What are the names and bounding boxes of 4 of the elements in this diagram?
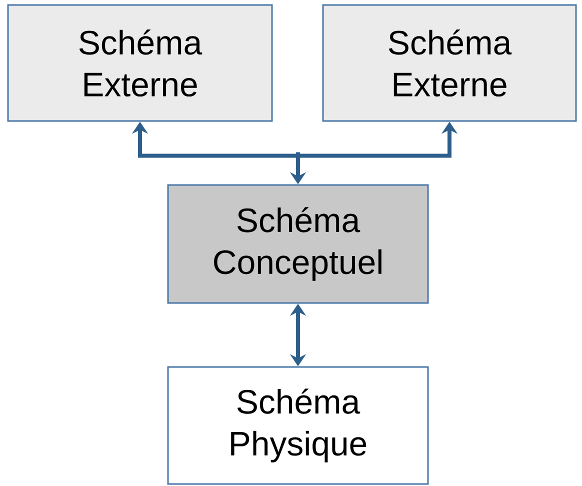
schema-box: Schéma Physique (167, 366, 429, 485)
schema-box: Schéma Conceptuel (167, 184, 429, 304)
schema-box: Schéma Externe (322, 4, 577, 122)
schema-box: Schéma Externe (7, 4, 273, 122)
